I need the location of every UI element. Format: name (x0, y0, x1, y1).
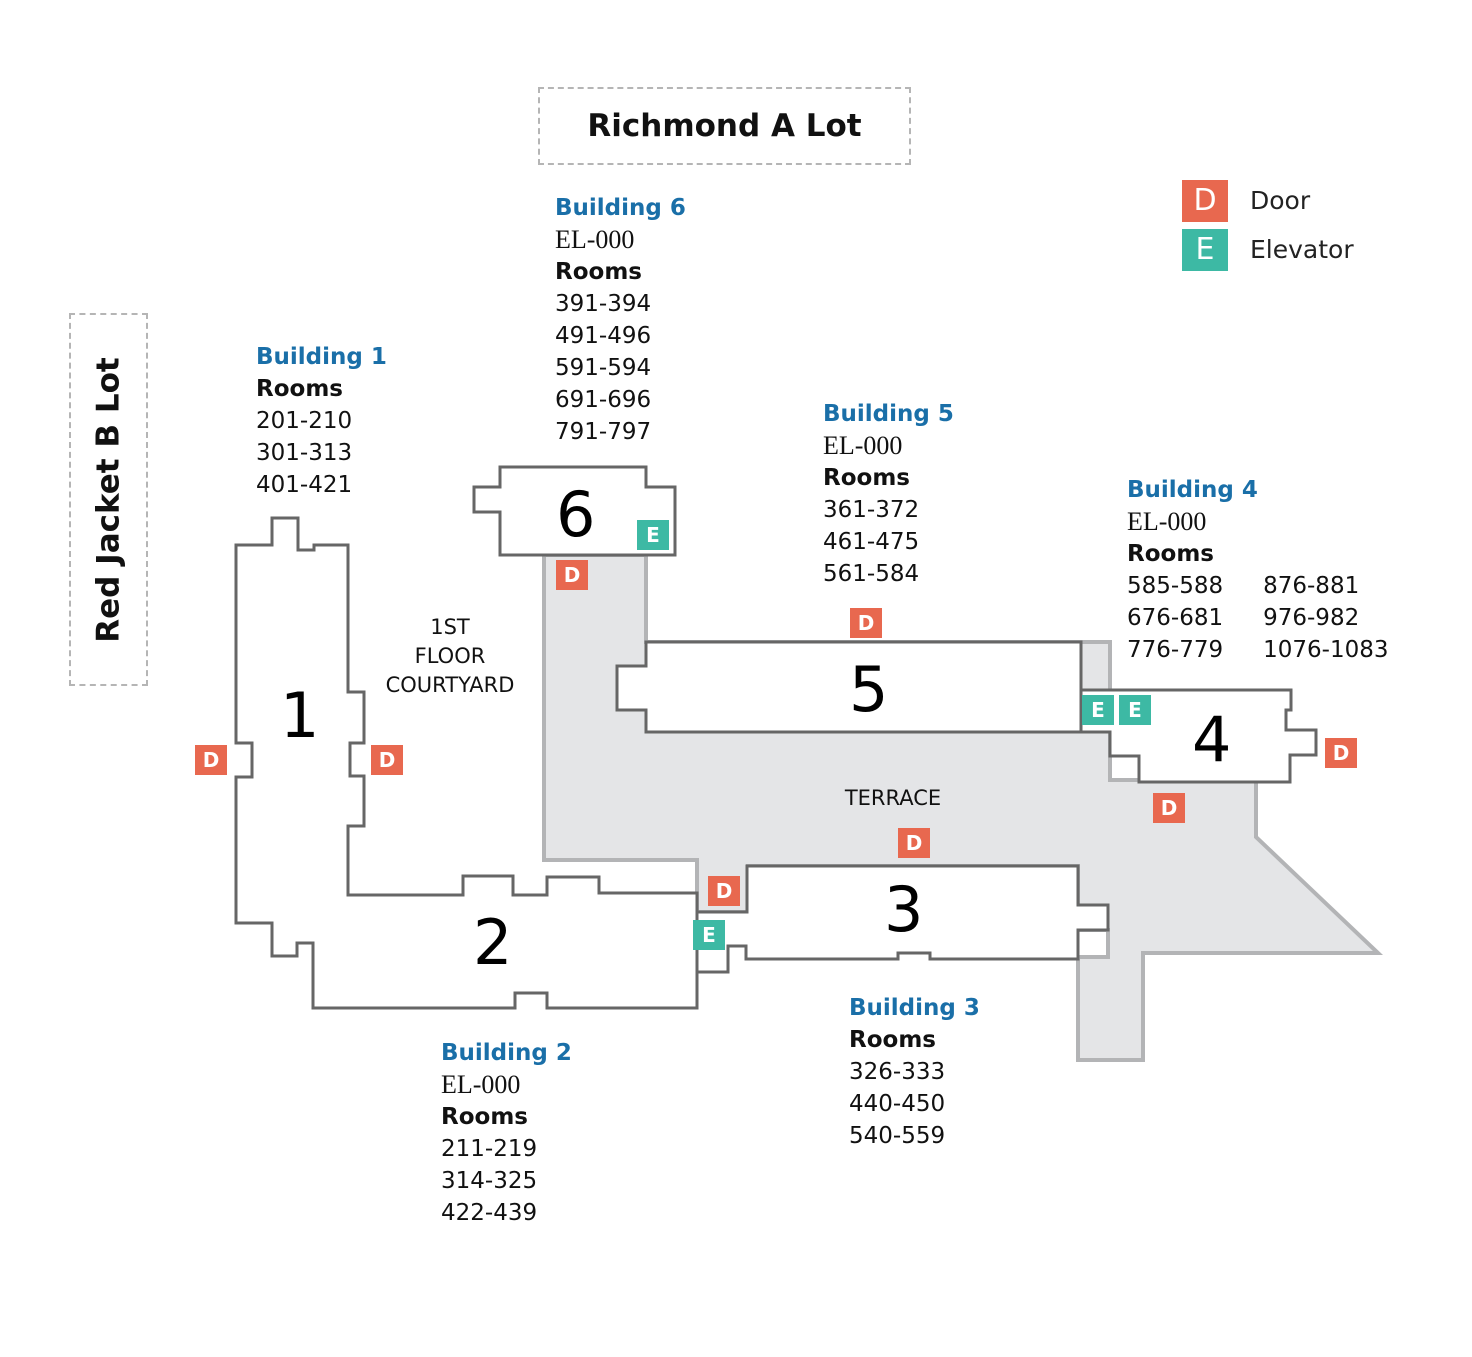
building-1-title: Building 1 (256, 344, 387, 370)
courtyard-line-2: FLOOR (414, 644, 486, 668)
elevator-icon[interactable]: E (637, 520, 669, 550)
room-range: 440-450 (849, 1091, 946, 1117)
building-4-rooms-heading: Rooms (1127, 541, 1214, 567)
courtyard-line-3: COURTYARD (385, 673, 515, 697)
building-5-rooms-heading: Rooms (823, 465, 910, 491)
legend: D Door E Elevator (1182, 176, 1354, 274)
room-range: 401-421 (256, 472, 353, 498)
building-2-el: EL-000 (441, 1070, 521, 1099)
door-icon[interactable]: D (371, 745, 403, 775)
building-1-2-outline[interactable] (234, 516, 699, 1010)
building-4-el: EL-000 (1127, 507, 1207, 536)
door-icon[interactable]: D (708, 876, 740, 906)
building-4-title: Building 4 (1127, 477, 1258, 503)
legend-door: D Door (1182, 176, 1354, 225)
building-6-number: 6 (556, 478, 596, 551)
room-range: 776-779 (1127, 637, 1224, 663)
rooms-column-2: 876-881 976-982 1076-1083 (1263, 570, 1388, 666)
legend-elevator-label: Elevator (1250, 235, 1354, 264)
room-range: 876-881 (1263, 573, 1360, 599)
legend-elevator: E Elevator (1182, 225, 1354, 274)
building-5-outline[interactable] (615, 640, 1112, 734)
room-range: 461-475 (823, 529, 920, 555)
building-4-rooms-columns: 585-588 676-681 776-779 876-881 976-982 … (1127, 570, 1388, 666)
building-2-rooms-heading: Rooms (441, 1104, 528, 1130)
room-range: 361-372 (823, 497, 920, 523)
building-4-info: Building 4 EL-000 Rooms 585-588 676-681 … (1127, 474, 1388, 666)
building-1-number: 1 (280, 679, 320, 752)
building-6-title: Building 6 (555, 195, 686, 221)
room-range: 314-325 (441, 1168, 538, 1194)
elevator-icon[interactable]: E (1119, 695, 1151, 725)
room-range: 326-333 (849, 1059, 946, 1085)
terrace-label: TERRACE (844, 786, 942, 810)
legend-door-label: Door (1250, 186, 1311, 215)
door-icon[interactable]: D (898, 828, 930, 858)
room-range: 676-681 (1127, 605, 1224, 631)
courtyard-line-1: 1ST (430, 615, 470, 639)
door-icon[interactable]: D (556, 560, 588, 590)
building-3-title: Building 3 (849, 995, 980, 1021)
door-icon[interactable]: D (850, 608, 882, 638)
building-5-title: Building 5 (823, 401, 954, 427)
elevator-icon[interactable]: E (693, 920, 725, 950)
building-3-number: 3 (884, 873, 924, 946)
building-6-el: EL-000 (555, 225, 635, 254)
rooms-column-1: 585-588 676-681 776-779 (1127, 570, 1223, 666)
room-range: 691-696 (555, 387, 652, 413)
building-5-number: 5 (849, 653, 889, 726)
room-range: 391-394 (555, 291, 652, 317)
building-2-number: 2 (473, 906, 513, 979)
building-2-info: Building 2 EL-000 Rooms 211-219 314-325 … (441, 1037, 572, 1229)
room-range: 585-588 (1127, 573, 1224, 599)
building-6-outline[interactable] (472, 465, 677, 557)
room-range: 201-210 (256, 408, 353, 434)
room-range: 976-982 (1263, 605, 1360, 631)
richmond-a-lot-label: Richmond A Lot (587, 108, 862, 144)
door-icon: D (1182, 179, 1228, 222)
elevator-icon: E (1182, 228, 1228, 271)
building-6-rooms-heading: Rooms (555, 259, 642, 285)
room-range: 422-439 (441, 1200, 538, 1226)
room-range: 791-797 (555, 419, 652, 445)
courtyard-label: 1ST FLOOR COURTYARD (370, 613, 530, 700)
building-1-rooms-heading: Rooms (256, 376, 343, 402)
building-4-number: 4 (1192, 703, 1232, 776)
elevator-icon[interactable]: E (1082, 695, 1114, 725)
building-5-info: Building 5 EL-000 Rooms 361-372 461-475 … (823, 398, 954, 590)
room-range: 491-496 (555, 323, 652, 349)
room-range: 211-219 (441, 1136, 538, 1162)
door-icon[interactable]: D (1325, 738, 1357, 768)
door-icon[interactable]: D (195, 745, 227, 775)
room-range: 591-594 (555, 355, 652, 381)
richmond-a-lot[interactable]: Richmond A Lot (538, 87, 911, 165)
red-jacket-b-lot[interactable]: Red Jacket B Lot (69, 313, 148, 686)
red-jacket-b-lot-label: Red Jacket B Lot (90, 356, 127, 643)
building-5-el: EL-000 (823, 431, 903, 460)
door-icon[interactable]: D (1153, 793, 1185, 823)
building-1-info: Building 1 Rooms 201-210 301-313 401-421 (256, 341, 387, 501)
room-range: 540-559 (849, 1123, 946, 1149)
building-2-title: Building 2 (441, 1040, 572, 1066)
building-6-info: Building 6 EL-000 Rooms 391-394 491-496 … (555, 192, 686, 448)
building-3-rooms-heading: Rooms (849, 1027, 936, 1053)
room-range: 1076-1083 (1263, 637, 1389, 663)
building-3-info: Building 3 Rooms 326-333 440-450 540-559 (849, 992, 980, 1152)
room-range: 561-584 (823, 561, 920, 587)
room-range: 301-313 (256, 440, 353, 466)
